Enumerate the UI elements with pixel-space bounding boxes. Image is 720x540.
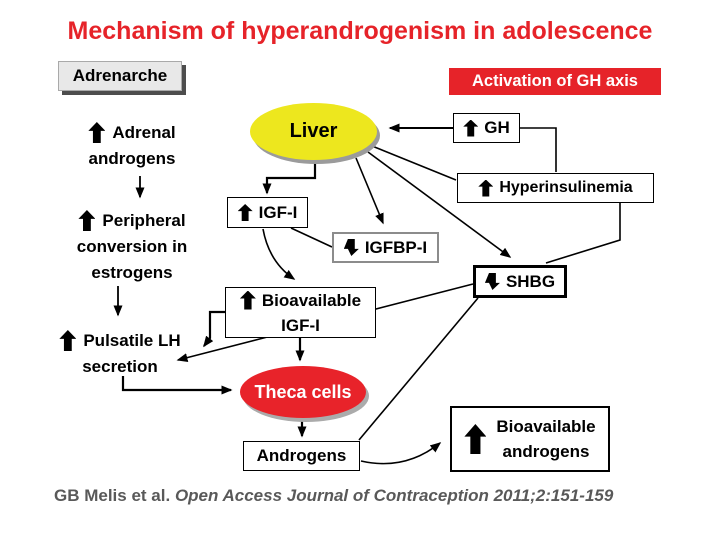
liver-label: Liver xyxy=(289,120,338,142)
arrow-igf1-to-bioavailable-igf1 xyxy=(262,228,296,280)
adrenal-androgens-label: Adrenal androgens xyxy=(88,123,176,168)
gh-label: GH xyxy=(484,118,510,137)
up-arrow-icon xyxy=(237,204,253,221)
citation-authors: GB Melis et al. xyxy=(54,486,175,505)
gh-box: GH xyxy=(453,113,520,143)
up-arrow-icon xyxy=(88,122,106,144)
androgens-box: Androgens xyxy=(243,441,360,471)
bioavailable-androgens-box: Bioavailable androgens xyxy=(450,406,610,472)
line-hyperinsulinemia-to-shbg xyxy=(545,203,621,264)
citation: GB Melis et al. Open Access Journal of C… xyxy=(54,486,714,506)
igfbp1-label: IGFBP-I xyxy=(364,237,428,257)
shbg-box: SHBG xyxy=(473,265,567,298)
arrow-liver-to-igf1 xyxy=(262,158,317,195)
pulsatile-lh-label: Pulsatile LH secretion xyxy=(82,331,181,376)
shbg-label: SHBG xyxy=(505,271,556,291)
adrenal-androgens-text: Adrenal androgens xyxy=(58,120,206,172)
igf1-label: IGF-I xyxy=(258,202,298,222)
up-arrow-icon xyxy=(239,290,256,310)
hyperinsulinemia-box: Hyperinsulinemia xyxy=(457,173,654,203)
arrow-liver-to-igfbp1 xyxy=(355,157,384,225)
bioavailable-androgens-label: Bioavailable androgens xyxy=(496,417,596,461)
down-arrow-icon xyxy=(343,239,359,256)
androgens-label: Androgens xyxy=(256,446,347,465)
page-title: Mechanism of hyperandrogenism in adolesc… xyxy=(67,17,653,45)
line-liver-to-hyperinsulinemia xyxy=(371,145,457,181)
adrenarche-label: Adrenarche xyxy=(72,66,168,85)
down-arrow-icon xyxy=(484,273,500,290)
hyperinsulinemia-label: Hyperinsulinemia xyxy=(499,179,633,196)
arrow-androgens-to-bioavailable-androgens xyxy=(360,442,442,465)
up-arrow-icon xyxy=(478,179,494,197)
bioavailable-igf1-label: Bioavailable IGF-I xyxy=(261,290,362,335)
line-igf1-to-igfbp1 xyxy=(290,227,333,248)
theca-cells-ellipse: Theca cells xyxy=(240,366,366,418)
peripheral-conversion-text: Peripheral conversion in estrogens xyxy=(42,208,222,286)
arrow-pulsatile-lh-to-theca xyxy=(121,376,233,395)
peripheral-conversion-label: Peripheral conversion in estrogens xyxy=(76,211,188,282)
igfbp1-box: IGFBP-I xyxy=(332,232,439,263)
liver-ellipse: Liver xyxy=(250,103,377,160)
line-gh-to-hyperinsulinemia xyxy=(520,127,557,172)
bioavailable-igf1-box: Bioavailable IGF-I xyxy=(225,287,376,338)
up-arrow-icon xyxy=(78,210,96,232)
pulsatile-lh-text: Pulsatile LH secretion xyxy=(40,328,200,380)
citation-source: Open Access Journal of Contraception 201… xyxy=(174,486,614,505)
arrow-liver-to-shbg xyxy=(367,151,512,258)
activation-gh-axis-label: Activation of GH axis xyxy=(472,72,638,90)
up-arrow-icon xyxy=(59,330,77,352)
igf1-box: IGF-I xyxy=(227,197,308,228)
adrenarche-box: Adrenarche xyxy=(58,61,182,91)
arrow-bioavailable-igf1-to-pulsatile-lh xyxy=(203,310,225,348)
activation-gh-axis-box: Activation of GH axis xyxy=(449,68,661,95)
up-arrow-icon xyxy=(463,119,479,137)
theca-cells-label: Theca cells xyxy=(254,381,352,402)
up-arrow-icon xyxy=(464,424,487,454)
line-shbg-to-androgens xyxy=(358,297,479,441)
